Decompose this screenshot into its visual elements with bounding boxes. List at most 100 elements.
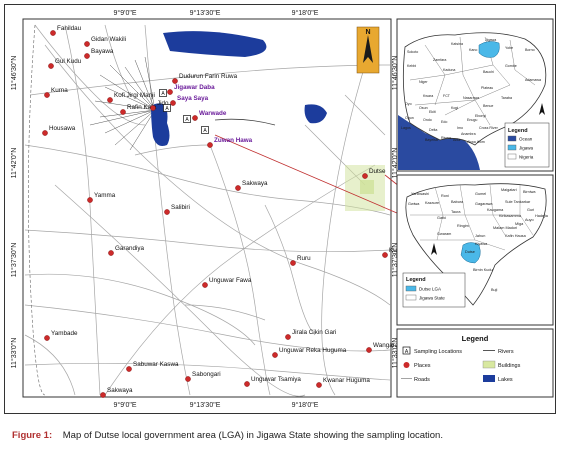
jigawa-legend-swatch [405, 285, 417, 292]
jigawa-lga-label: Gwaram [437, 232, 451, 236]
jigawa-legend-title: Legend [406, 277, 426, 283]
place-marker [84, 41, 90, 47]
place-marker [87, 197, 93, 203]
place-marker [235, 185, 241, 191]
nigeria-state-label: Delta [429, 128, 437, 132]
place-label: Unguwar Tsamiya [251, 376, 301, 383]
place-marker [167, 89, 173, 95]
left-tick-4: 11°33'0"N [10, 338, 18, 369]
nigeria-state-label: Borno [525, 48, 535, 52]
place-marker [192, 115, 198, 121]
place-label: Yamma [94, 192, 116, 199]
nigeria-state-label: Niger [419, 80, 428, 84]
nigeria-state-label: Oyo [405, 102, 412, 106]
nigeria-state-label: Rivers [441, 136, 451, 140]
nigeria-legend-swatch [507, 153, 517, 160]
place-marker [316, 382, 322, 388]
jigawa-lga-label: Babura [451, 200, 464, 204]
jigawa-lga-label: Buji [491, 288, 497, 292]
nigeria-state-label: Kogi [451, 106, 458, 110]
place-marker [44, 92, 50, 98]
nigeria-state-label: Taraba [501, 96, 512, 100]
nigeria-legend-title: Legend [508, 128, 528, 134]
jigawa-lga-label: Yankwashi [411, 192, 429, 196]
lake-east [304, 104, 327, 124]
left-tick-3: 11°37'30"N [10, 243, 18, 278]
drainage-lines [89, 56, 156, 151]
jigawa-lga-label: Jahun [475, 234, 485, 238]
jigawa-legend-swatch [405, 294, 417, 301]
place-marker [164, 209, 170, 215]
jigawa-lga-label: Ringim [457, 224, 469, 228]
main-map: 9°9'0"E 9°13'30"E 9°18'0"E 9°9'0"E 9°13'… [10, 9, 478, 409]
jigawa-lga-label: Gwiwa [408, 202, 420, 206]
nigeria-state-label: Sokoto [407, 50, 418, 54]
figure-caption: Figure 1: Map of Dutse local government … [12, 430, 552, 441]
nigeria-state-label: FCT [443, 94, 451, 98]
sampling-location-glyph: A [185, 117, 189, 123]
place-marker [170, 100, 176, 106]
place-label: Dudurun Farin Ruwa [179, 73, 238, 80]
nigeria-state-label: Cross River [479, 126, 499, 130]
place-label: Housawa [49, 125, 76, 132]
legend-building-icon [482, 360, 496, 369]
jigawa-lga-label: Taura [451, 210, 461, 214]
jigawa-lga-label: Kaugama [487, 208, 504, 212]
jigawa-lga-label: Maigatari [501, 188, 517, 192]
place-label: Sakwaya [107, 387, 133, 394]
legend-item-label: Roads [414, 377, 430, 383]
caption-label: Figure 1: [12, 430, 53, 441]
top-tick-3: 9°18'0"E [292, 9, 319, 17]
place-label: Unguwar Fawa [209, 277, 252, 284]
bottom-tick-2: 9°13'30"E [190, 401, 221, 409]
place-label: Gul Kudu [55, 58, 82, 65]
right-tick-3: 11°37'30"N [391, 243, 399, 278]
bottom-tick-1: 9°9'0"E [114, 401, 137, 409]
place-marker [272, 352, 278, 358]
nigeria-state-label: Kwara [423, 94, 433, 98]
nigeria-state-label: Ondo [423, 118, 432, 122]
nigeria-state-label: Enugu [467, 118, 477, 122]
place-label: Jigawar Daba [174, 84, 215, 91]
place-label: Bayawa [91, 48, 114, 55]
roads [24, 24, 391, 397]
jigawa-lga-label: Hadejia [535, 214, 549, 218]
dutse-lga-shape [460, 242, 481, 264]
place-marker [382, 252, 388, 258]
place-label: Yambade [51, 330, 78, 337]
place-label: Saya Saya [177, 95, 209, 102]
buildings [345, 165, 385, 211]
jigawa-lga-label: Kiyawa [475, 242, 488, 246]
place-marker [120, 109, 126, 115]
jigawa-lga-label: Kirikasamma [499, 214, 522, 218]
north-arrow-icon [363, 35, 373, 63]
north-arrow: N [356, 26, 380, 74]
place-marker [50, 30, 56, 36]
nigeria-state-label: Zamfara [433, 58, 446, 62]
main-legend: Legend A Sampling Locations Rivers Place… [396, 328, 554, 398]
sampling-location-glyph: A [165, 106, 169, 112]
legend-sampling-icon [402, 346, 411, 355]
nigeria-state-label: Katsina [451, 42, 463, 46]
right-tick-2: 11°42'0"N [391, 148, 399, 179]
map-svg: 9°9'0"E 9°13'30"E 9°18'0"E 9°9'0"E 9°13'… [10, 9, 554, 409]
nigeria-legend-label: Nigeria [519, 155, 534, 160]
nigeria-state-label: Ekiti [429, 110, 436, 114]
jigawa-lga-label: Malam Madori [493, 226, 517, 230]
place-label: Salibiri [171, 204, 190, 211]
nigeria-legend-label: Jigawa [519, 146, 534, 151]
place-marker [202, 282, 208, 288]
place-label: Jirala Cikin Gari [292, 329, 336, 336]
place-label: Kwanar Huguma [323, 377, 370, 384]
jigawa-lga-label: Birniwa [523, 190, 536, 194]
place-label: Ruru [297, 255, 311, 262]
left-tick-2: 11°42'0"N [10, 148, 18, 179]
place-label: Dutse [369, 168, 386, 175]
nigeria-state-label: Imo [457, 126, 463, 130]
nigeria-state-label: Gombe [505, 64, 517, 68]
